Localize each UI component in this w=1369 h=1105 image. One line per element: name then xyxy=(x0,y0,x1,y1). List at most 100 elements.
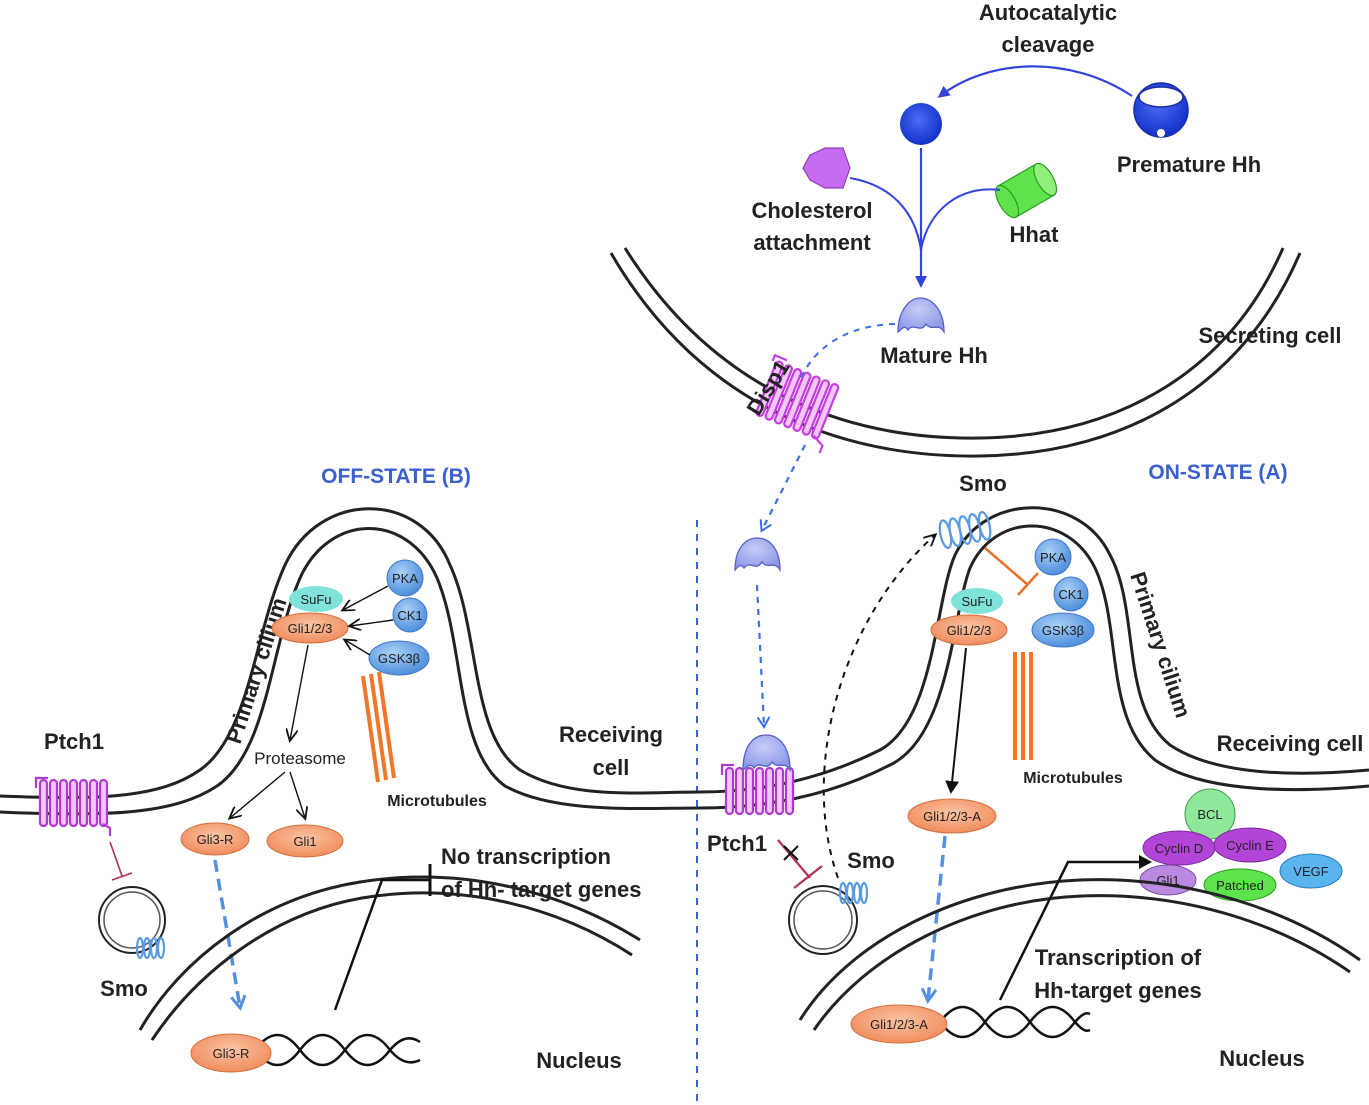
on-gsk-label: GSK3β xyxy=(1042,623,1084,638)
off-ptch-inhibit-line xyxy=(109,841,123,877)
off-gli3r-nuclear-node xyxy=(190,1033,272,1073)
secretion-dashed-arrow xyxy=(799,323,896,381)
smo-translocation-arrow xyxy=(822,535,935,879)
on-dna-helix-icon xyxy=(939,1005,1091,1039)
off-ptch1-receptor-icon xyxy=(34,776,112,836)
cholesterol-label-line1: Cholesterol xyxy=(751,198,872,223)
on-nucleus-membrane xyxy=(798,878,1361,1031)
off-sufu-label: SuFu xyxy=(300,592,331,607)
on-microtubules-icon xyxy=(1013,652,1033,760)
vegf-label: VEGF xyxy=(1293,864,1328,879)
off-nucleus-label: Nucleus xyxy=(536,1048,622,1073)
smo-inhibit-kinases-line xyxy=(984,547,1029,586)
off-pka-label: PKA xyxy=(392,571,418,586)
on-ck1-label: CK1 xyxy=(1058,587,1083,602)
no-transcription-label-line2: of Hh- target genes xyxy=(441,877,641,902)
proteasome-label: Proteasome xyxy=(254,749,346,768)
on-smo-top-label: Smo xyxy=(959,471,1007,496)
off-gli3r-nuclear-arrow xyxy=(213,859,240,1007)
cyclin-d-label: Cyclin D xyxy=(1155,841,1203,856)
proteasome-to-gli3r-arrow xyxy=(230,771,286,818)
transcription-label-line1: Transcription of xyxy=(1035,945,1202,970)
on-microtubules-label: Microtubules xyxy=(1023,770,1123,787)
on-gsk-node xyxy=(1031,612,1095,648)
disp1-transporter-icon xyxy=(755,353,840,454)
smo-inhibit-kinases-bar xyxy=(1017,572,1039,596)
off-gli1-label: Gli1 xyxy=(293,834,316,849)
off-nucleus-membrane xyxy=(138,875,641,1041)
on-gli-a-label: Gli1/2/3-A xyxy=(923,809,981,824)
free-hh-icon xyxy=(734,537,781,573)
on-gli-label: Gli1/2/3 xyxy=(947,623,992,638)
on-smo-receptor-icon xyxy=(938,510,992,550)
on-ptch1-receptor-icon xyxy=(720,763,795,816)
cyclin-e-label: Cyclin E xyxy=(1226,838,1274,853)
ck1-to-gli-arrow xyxy=(350,620,394,626)
on-ptch-inhibit-line xyxy=(777,839,811,879)
off-dna-helix-icon xyxy=(254,1033,421,1067)
premature-hh-label: Premature Hh xyxy=(1117,152,1261,177)
off-receiving-label-line2: cell xyxy=(593,755,630,780)
secreting-cell-label: Secreting cell xyxy=(1198,323,1341,348)
off-state-title: OFF-STATE (B) xyxy=(321,465,471,488)
mature-hh-icon xyxy=(897,297,945,335)
on-gli-a-node xyxy=(907,798,997,834)
autocatalytic-label-line2: cleavage xyxy=(1002,32,1095,57)
pka-to-gli-arrow xyxy=(343,585,389,610)
release-dashed-arrow xyxy=(759,444,806,533)
off-smo-label: Smo xyxy=(100,976,148,1001)
off-ck1-node xyxy=(392,597,428,633)
transcription-arrow xyxy=(998,855,1152,1001)
on-nucleus-label: Nucleus xyxy=(1219,1046,1305,1071)
on-primary-cilium-label: Primary cilium xyxy=(1125,569,1196,721)
hh-to-ptch-dashed-arrow xyxy=(755,584,771,729)
cholesterol-branch xyxy=(849,177,922,251)
hhat-label: Hhat xyxy=(1010,222,1060,247)
off-gli-label: Gli1/2/3 xyxy=(288,621,333,636)
off-ck1-label: CK1 xyxy=(397,608,422,623)
off-gli1-node xyxy=(266,824,344,858)
on-pka-label: PKA xyxy=(1040,550,1066,565)
off-ptch1-label: Ptch1 xyxy=(44,729,104,754)
off-smo-vesicle-icon xyxy=(98,886,166,960)
bcl-label: BCL xyxy=(1197,807,1222,822)
off-gli3r-node xyxy=(180,822,250,856)
cyclin-e-node xyxy=(1213,827,1287,863)
on-receiving-label: Receiving cell xyxy=(1217,731,1364,756)
on-pka-node xyxy=(1034,538,1072,576)
off-gsk-label: GSK3β xyxy=(378,651,420,666)
off-gli3r-nuclear-label: Gli3-R xyxy=(213,1046,250,1061)
receiving-cell-membrane xyxy=(0,506,1369,816)
off-ptch-inhibit-bar xyxy=(111,872,133,881)
no-transcription-label-line1: No transcription xyxy=(441,844,611,869)
on-gli-node xyxy=(930,614,1008,646)
cholesterol-hexagon-icon xyxy=(802,147,851,189)
cholesterol-label-line2: attachment xyxy=(753,230,871,255)
on-gli-activation-arrow xyxy=(945,647,967,794)
transcription-label-line2: Hh-target genes xyxy=(1034,978,1201,1003)
gli-to-proteasome-arrow xyxy=(290,644,309,740)
on-smo-label: Smo xyxy=(847,848,895,873)
on-state-title: ON-STATE (A) xyxy=(1148,461,1287,484)
on-ptch1-label: Ptch1 xyxy=(707,831,767,856)
proteasome-to-gli1-arrow xyxy=(289,771,305,818)
off-gsk-node xyxy=(368,640,430,676)
hh-n-terminal-icon xyxy=(900,103,942,145)
blocked-cross-icon xyxy=(783,845,799,861)
hhat-branch xyxy=(920,188,1001,251)
hhat-cylinder-icon xyxy=(995,162,1058,219)
off-pka-node xyxy=(386,559,424,597)
on-gli-a-nuclear-label: Gli1/2/3-A xyxy=(870,1017,928,1032)
off-microtubules-label: Microtubules xyxy=(387,793,487,810)
vegf-node xyxy=(1279,853,1343,889)
off-receiving-label-line1: Receiving xyxy=(559,722,663,747)
premature-hh-icon xyxy=(1133,82,1189,138)
patched-label: Patched xyxy=(1216,878,1264,893)
gsk-to-gli-arrow xyxy=(345,640,371,656)
on-ck1-node xyxy=(1053,576,1089,612)
on-sufu-node xyxy=(951,588,1003,614)
on-gli-a-nuclear-arrow xyxy=(928,835,947,1000)
autocatalytic-label-line1: Autocatalytic xyxy=(979,0,1117,25)
off-sufu-node xyxy=(289,586,343,612)
